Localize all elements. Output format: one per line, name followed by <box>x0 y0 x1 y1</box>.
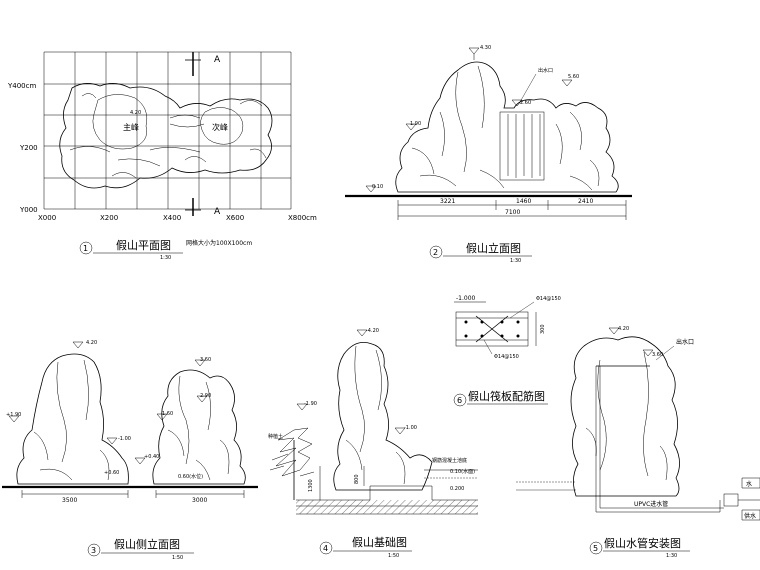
elev-dim-3: 2410 <box>578 198 593 205</box>
found-soil-label: 种植土 <box>268 433 283 440</box>
plan-view: A A Y400cm Y200 Y000 X000 X200 X400 X600… <box>7 51 317 261</box>
pipe-scale: 1:30 <box>666 553 677 559</box>
raft-title-circle <box>453 393 467 407</box>
side-title-number: 3 <box>91 546 96 555</box>
pipe-title-circle <box>589 541 603 555</box>
pipe-title-number: 5 <box>593 544 598 553</box>
section-mark-top: A <box>214 55 221 65</box>
found-water-label: 0.10(水面) <box>450 468 475 475</box>
plan-x-label-800: X800cm <box>288 214 317 222</box>
plan-rock-label-secondary: 次峰 <box>212 122 228 132</box>
side-level-2: 3.60 <box>200 357 211 363</box>
raft-title: 假山筏板配筋图 <box>468 389 545 403</box>
side-level-3: +1.90 <box>6 412 21 418</box>
pipe-upvc-label: UPVC进水管 <box>634 500 668 508</box>
side-elevation-view: 3500 3000 4.20 3.60 +1.90 2.90 1.60 -1.0… <box>2 340 258 561</box>
found-dim-2: 800 <box>354 474 360 484</box>
plan-title-circle <box>79 241 93 255</box>
plan-title-number: 1 <box>83 244 88 253</box>
plan-scale: 1:30 <box>160 255 171 261</box>
elev-dim-total: 7100 <box>505 209 520 216</box>
foundation-view: 1300 800 -4.20 -1.90 -1.00 种植土 钢筋混凝土池底 0… <box>268 328 478 559</box>
plan-x-label-000: X000 <box>38 214 56 222</box>
raft-rebar-top: Φ14@150 <box>536 296 561 302</box>
found-title-number: 4 <box>323 544 328 553</box>
plan-grid-note: 网格大小为100X100cm <box>186 239 252 247</box>
found-slab-hatch <box>296 500 478 514</box>
pipe-rock-outline <box>570 336 680 497</box>
found-level-1: -4.20 <box>366 328 379 334</box>
elev-rock-outline <box>395 61 619 193</box>
found-dim-1: 1300 <box>308 479 314 492</box>
elev-level-2: 5.60 <box>568 74 579 80</box>
side-level-8: +0.60 <box>104 470 119 476</box>
plan-y-label-400: Y400cm <box>7 82 36 90</box>
plan-rock-secondary <box>200 107 244 145</box>
pipe-line <box>595 366 724 513</box>
elev-title-circle <box>429 245 443 259</box>
raft-title-number: 6 <box>457 396 462 405</box>
side-title-circle <box>87 543 101 557</box>
side-level-7: +0.40 <box>144 454 159 460</box>
side-level-4: 2.90 <box>200 393 211 399</box>
plan-x-label-200: X200 <box>100 214 118 222</box>
side-title: 假山侧立面图 <box>114 537 180 551</box>
found-title-circle <box>319 541 333 555</box>
elev-outlet: 出水口 <box>538 67 553 74</box>
side-scale: 1:50 <box>172 555 183 561</box>
side-level-1: 4.20 <box>86 340 97 346</box>
elev-level-3: 2.60 <box>520 100 531 106</box>
plan-level: 4.20 <box>130 110 141 116</box>
elev-level-1: 4.30 <box>480 45 491 51</box>
side-rock-left <box>16 353 129 485</box>
elev-level-4: 1.90 <box>410 121 421 127</box>
side-level-9: 0.60(水位) <box>178 473 203 480</box>
pipe-title: 假山水管安装图 <box>604 536 681 550</box>
pipe-level-2: 3.60 <box>652 352 663 358</box>
found-scale: 1:50 <box>388 553 399 559</box>
raft-rebar-bottom: Φ14@150 <box>494 354 519 360</box>
side-level-5: 1.60 <box>162 411 173 417</box>
pipe-water-label: 水 <box>746 480 752 488</box>
plan-rock-label-main: 主峰 <box>123 122 139 132</box>
found-level-200: 0.200 <box>450 486 464 492</box>
plan-grid <box>43 51 292 210</box>
raft-rebar-view: -1.000 300 Φ14@150 Φ14@150 6 假山筏板配筋图 <box>453 295 561 407</box>
pipe-supply-label: 供水 <box>744 512 756 520</box>
found-level-2: -1.90 <box>304 401 317 407</box>
pipe-view: 4.20 3.60 出水口 UPVC进水管 水 供水 5 假山水管安装图 1:3… <box>516 326 760 559</box>
plan-y-label-000: Y000 <box>19 206 38 214</box>
elev-waterfall <box>499 111 545 181</box>
pump-box <box>723 493 739 507</box>
side-level-6: -1.00 <box>118 436 131 442</box>
side-rock-right <box>152 369 246 485</box>
raft-section <box>455 311 529 347</box>
elev-title: 假山立面图 <box>466 241 521 255</box>
plan-rock-outline <box>59 83 273 189</box>
pipe-outlet-label: 出水口 <box>676 338 694 346</box>
section-mark-bottom: A <box>214 207 221 217</box>
side-dim-1: 3500 <box>62 497 77 504</box>
plan-title: 假山平面图 <box>116 238 171 252</box>
plan-y-label-200: Y200 <box>19 144 38 152</box>
found-title: 假山基础图 <box>352 535 407 549</box>
tree-icon <box>269 427 315 500</box>
elev-dim-2: 1460 <box>516 198 531 205</box>
elev-scale: 1:30 <box>510 258 521 264</box>
found-rock-outline <box>333 341 433 491</box>
elev-dim-1: 3221 <box>440 198 455 205</box>
found-level-3: -1.00 <box>404 425 417 431</box>
pipe-level-1: 4.20 <box>618 326 629 332</box>
plan-x-label-400: X400 <box>163 214 181 222</box>
raft-level: -1.000 <box>456 295 476 302</box>
raft-dim: 300 <box>540 324 546 334</box>
found-slab-label: 钢筋混凝土池底 <box>432 457 467 464</box>
plan-x-label-600: X600 <box>226 214 244 222</box>
elev-title-number: 2 <box>433 248 438 257</box>
elevation-view: 3221 1460 2410 7100 4.30 5.60 出水口 2.60 1… <box>345 45 632 264</box>
elev-level-5: 0.10 <box>372 184 383 190</box>
side-dim-2: 3000 <box>192 497 207 504</box>
plan-rock-main <box>92 94 148 150</box>
